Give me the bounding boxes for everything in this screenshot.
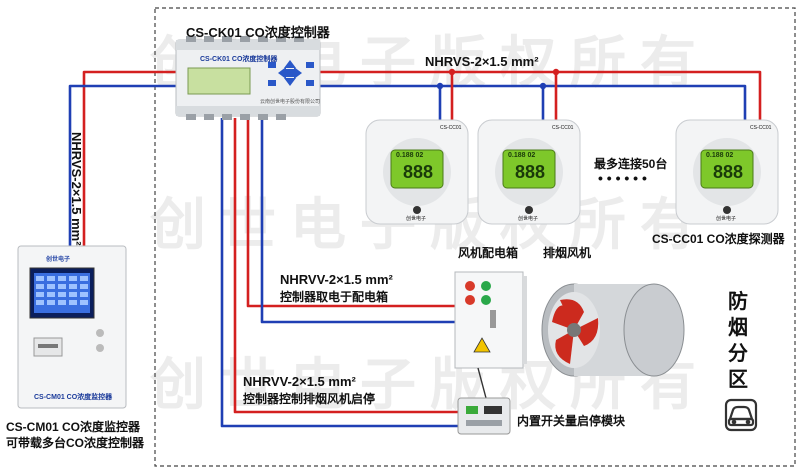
- detector-1-subdisplay: 0.188 02: [396, 152, 424, 159]
- detector-1-tag: CS-CC01: [440, 125, 462, 131]
- co-monitor-device: [17, 245, 127, 409]
- zone-char-1: 防: [728, 291, 748, 313]
- co-detector-2: [477, 119, 581, 225]
- detector-2-brand: 创世电子: [518, 216, 539, 222]
- detector-2-tag: CS-CC01: [552, 125, 574, 131]
- smoke-zone-boundary: [154, 7, 796, 467]
- controller-panel-text: CS-CK01 CO浓度控制器: [200, 56, 278, 63]
- left-blue-wire: [68, 84, 180, 270]
- cable-label-left: NHRVS-2×1.5 mm²: [69, 132, 84, 246]
- left-red-wire: [82, 70, 180, 270]
- top-bus-blue-wire: [180, 84, 747, 120]
- detector-3-subdisplay: 0.188 02: [706, 152, 734, 159]
- cable-label-power-2: 控制器取电于配电箱: [280, 290, 389, 304]
- zone-char-4: 区: [728, 369, 748, 391]
- co-controller-device: [175, 36, 321, 120]
- detector-2-display: 888: [515, 162, 546, 182]
- cable-label-fan-1: NHRVV-2×1.5 mm²: [243, 374, 356, 389]
- car-icon: [724, 398, 758, 432]
- co-detector-3: [675, 119, 779, 225]
- distribution-box-label: 风机配电箱: [458, 246, 519, 260]
- zone-char-3: 分: [728, 343, 748, 365]
- controller-vendor-text: 云南创世电子股份有限公司: [260, 99, 321, 105]
- detector-1-brand: 创世电子: [406, 216, 427, 222]
- detector-3-tag: CS-CC01: [750, 125, 772, 131]
- power-red-wire: [246, 118, 455, 308]
- exhaust-fan-label: 排烟风机: [543, 246, 592, 260]
- continuation-dots: • • • • • •: [598, 170, 647, 186]
- co-detector-1: [365, 119, 469, 225]
- exhaust-fan: [541, 283, 685, 377]
- monitor-caption-line2: 可带载多台CO浓度控制器: [6, 436, 145, 450]
- monitor-brand: 创世电子: [46, 257, 71, 263]
- fan-control-blue-wire: [220, 118, 460, 428]
- detector-3-brand: 创世电子: [716, 216, 737, 222]
- power-blue-wire: [260, 118, 455, 324]
- controller-title: CS-CK01 CO浓度控制器: [186, 25, 330, 40]
- cable-label-fan-2: 控制器控制排烟风机启停: [243, 392, 376, 406]
- fan-control-red-wire: [233, 118, 460, 414]
- detector-1-display: 888: [403, 162, 434, 182]
- relay-module-label: 内置开关量启停模块: [517, 414, 626, 428]
- top-bus-red-wire: [180, 70, 762, 120]
- monitor-panel-text: CS-CM01 CO浓度监控器: [34, 394, 113, 401]
- max-connect-label: 最多连接50台: [594, 157, 668, 171]
- fan-distribution-box: [454, 271, 527, 369]
- relay-module: [457, 397, 511, 435]
- zone-char-2: 烟: [728, 317, 748, 339]
- monitor-caption-line1: CS-CM01 CO浓度监控器: [6, 420, 141, 434]
- detector-2-subdisplay: 0.188 02: [508, 152, 536, 159]
- cable-label-power-1: NHRVV-2×1.5 mm²: [280, 272, 393, 287]
- detector-3-display: 888: [713, 162, 744, 182]
- detector-caption: CS-CC01 CO浓度探测器: [652, 232, 785, 246]
- cable-label-top: NHRVS-2×1.5 mm²: [425, 54, 539, 69]
